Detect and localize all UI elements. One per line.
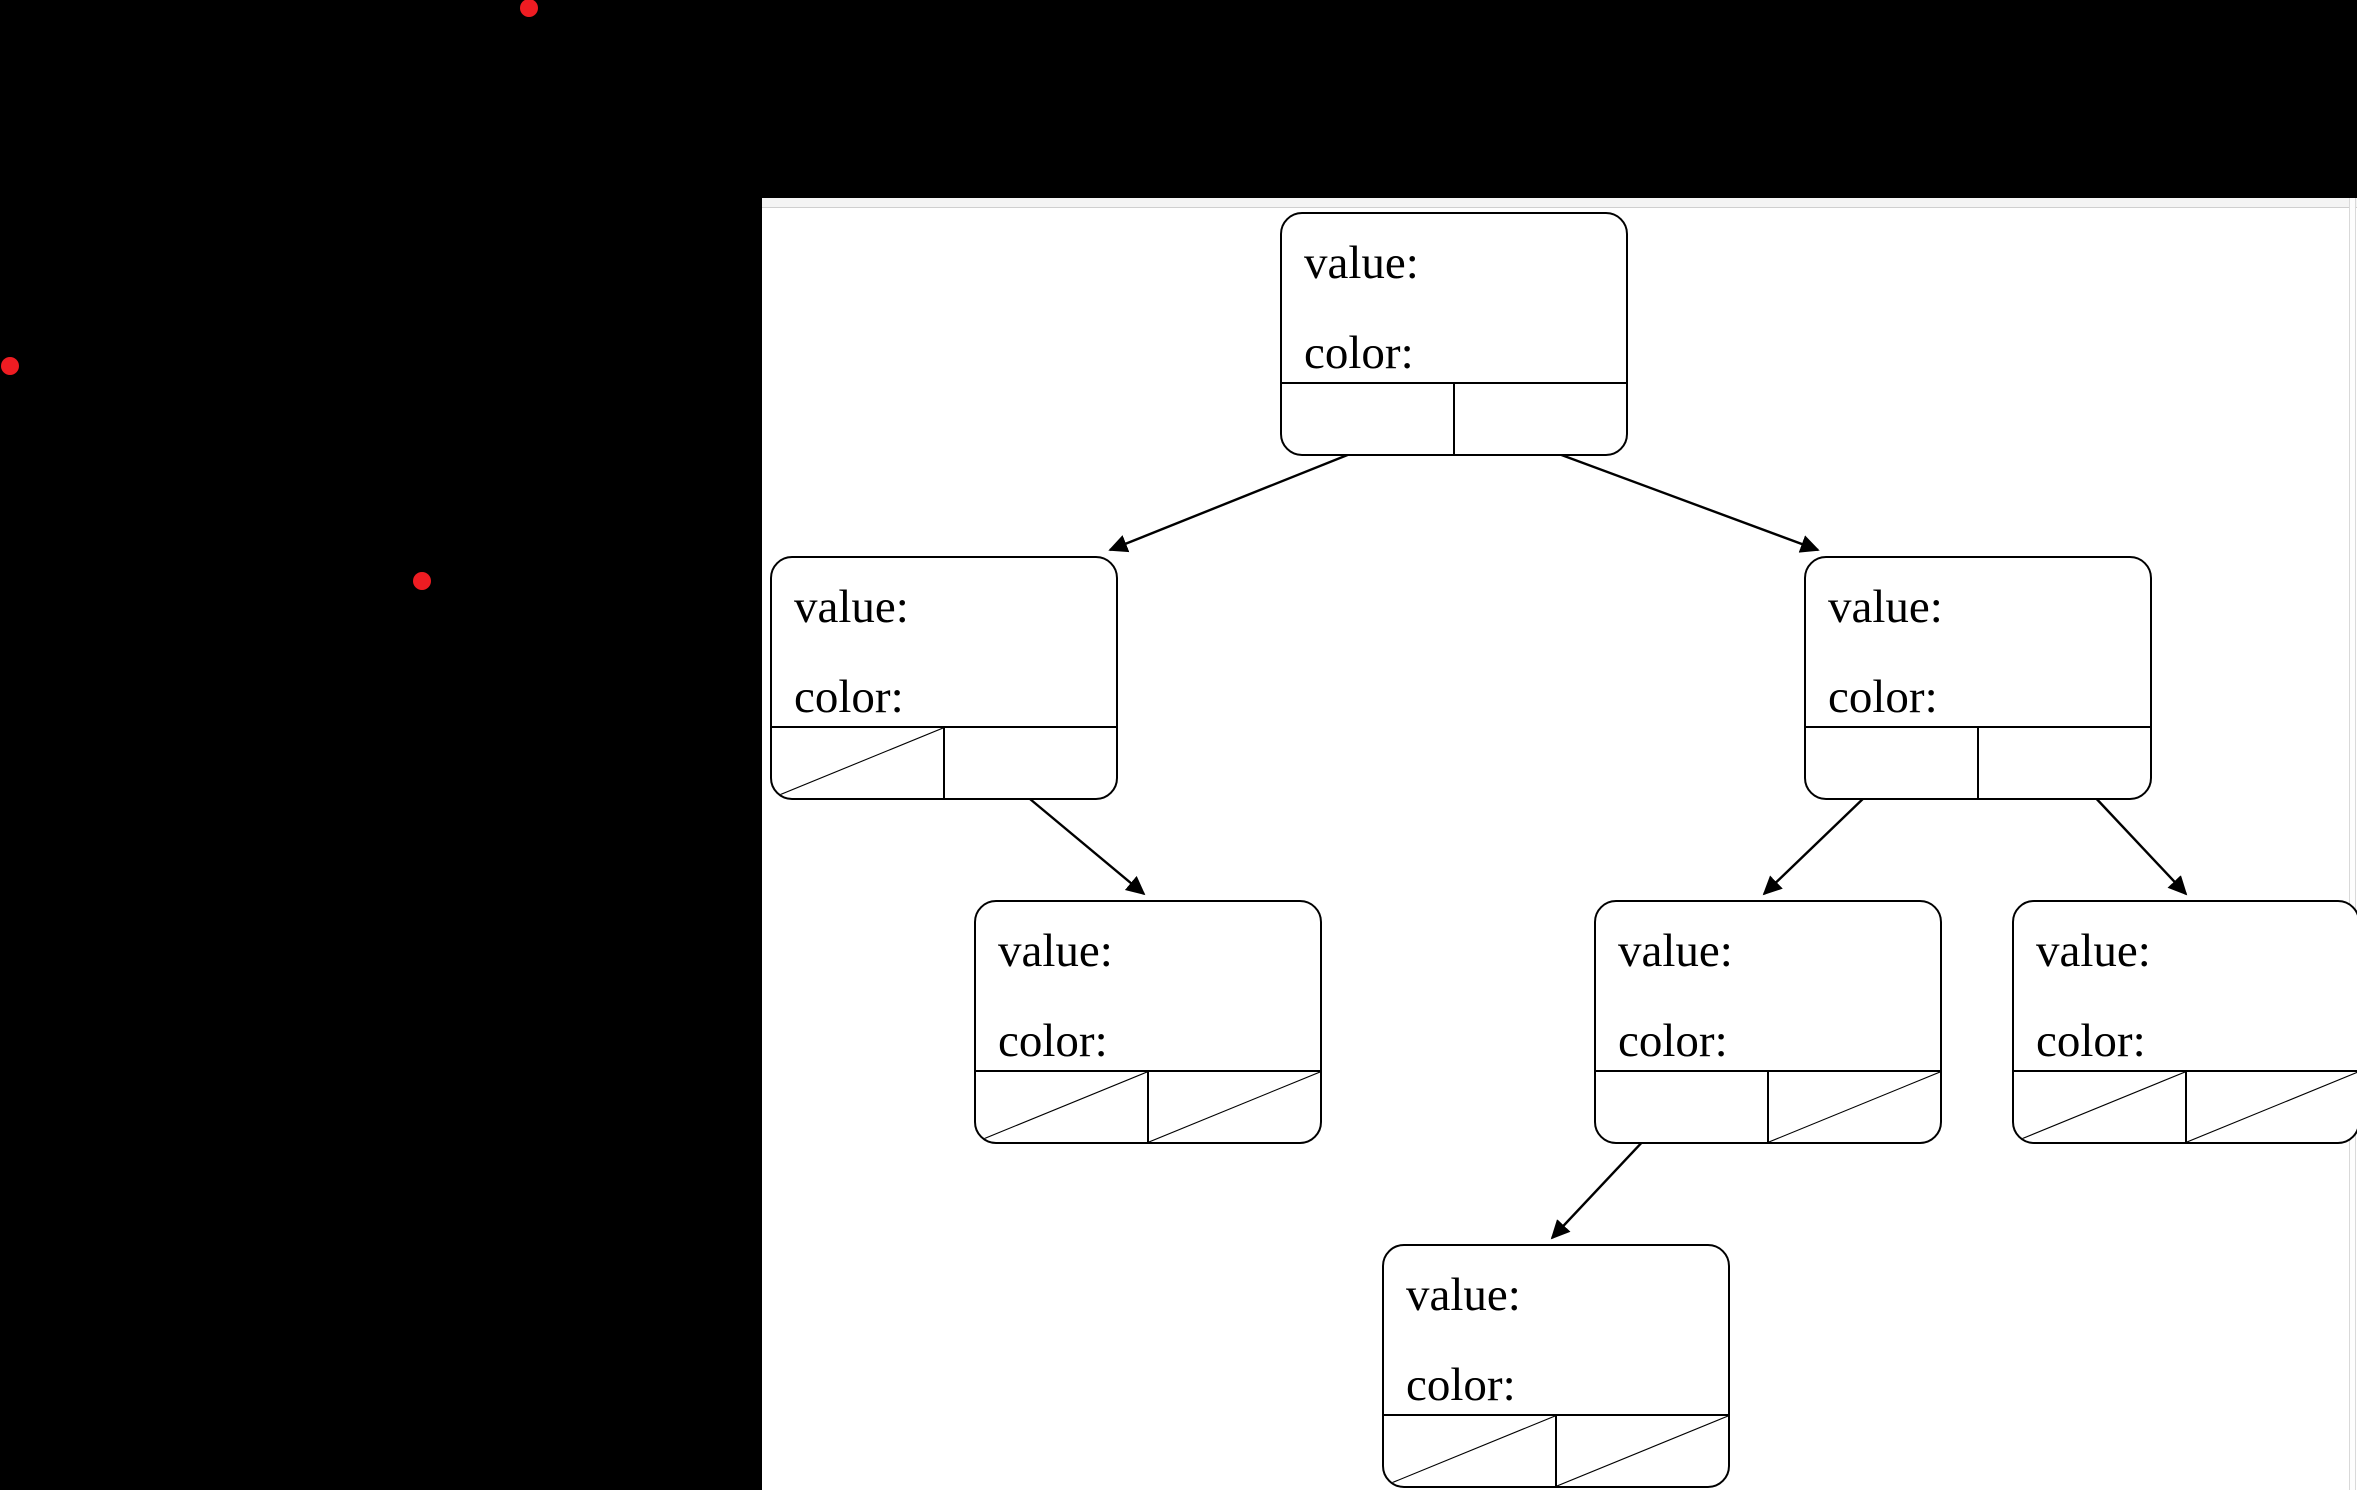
node-left-pointer-cell[interactable] (976, 1072, 1147, 1142)
node-value-label: value: (2036, 925, 2151, 977)
node-pointer-row (772, 726, 1116, 798)
tree-edge-layer (1023, 448, 2188, 1240)
node-left-pointer-cell[interactable] (772, 728, 943, 798)
node-pointer-row (1282, 382, 1626, 454)
null-pointer-slash-icon (1384, 1416, 1555, 1486)
null-pointer-slash-icon (1149, 1072, 1320, 1142)
edge-root-to-right (1547, 448, 1820, 553)
node-pointer-row (1384, 1414, 1728, 1486)
node-left-pointer-cell[interactable] (2014, 1072, 2185, 1142)
edge-right-to-right-right (2091, 793, 2188, 896)
node-field-block: value: color: (1384, 1246, 1728, 1420)
null-pointer-slash-icon (2187, 1072, 2357, 1142)
node-value-label: value: (1406, 1269, 1521, 1321)
null-pointer-slash-icon (1769, 1072, 1940, 1142)
node-field-block: value: color: (1282, 214, 1626, 388)
tree-node-right-left[interactable]: value: color: (1594, 900, 1942, 1144)
node-field-block: value: color: (976, 902, 1320, 1076)
node-right-pointer-cell[interactable] (1453, 384, 1626, 454)
node-pointer-row (1596, 1070, 1940, 1142)
node-color-label: color: (998, 1015, 1108, 1067)
edge-root-to-left (1108, 448, 1361, 553)
node-color-label: color: (1828, 671, 1938, 723)
node-right-pointer-cell[interactable] (943, 728, 1116, 798)
node-value-label: value: (1828, 581, 1943, 633)
null-pointer-slash-icon (1557, 1416, 1728, 1486)
node-value-label: value: (998, 925, 1113, 977)
tree-node-root[interactable]: value: color: (1280, 212, 1628, 456)
node-color-label: color: (794, 671, 904, 723)
node-field-block: value: color: (1806, 558, 2150, 732)
node-right-pointer-cell[interactable] (1977, 728, 2150, 798)
edge-left-to-left-right (1023, 793, 1146, 896)
red-dot-marker (520, 0, 538, 17)
node-right-pointer-cell[interactable] (1555, 1416, 1728, 1486)
node-right-pointer-cell[interactable] (1147, 1072, 1320, 1142)
node-left-pointer-cell[interactable] (1282, 384, 1453, 454)
node-field-block: value: color: (772, 558, 1116, 732)
node-left-pointer-cell[interactable] (1806, 728, 1977, 798)
panel-scrollbar[interactable] (2349, 198, 2356, 1490)
tree-node-left[interactable]: value: color: (770, 556, 1118, 800)
tree-node-right[interactable]: value: color: (1804, 556, 2152, 800)
node-color-label: color: (1304, 327, 1414, 379)
node-value-label: value: (1304, 237, 1419, 289)
node-value-label: value: (1618, 925, 1733, 977)
node-left-pointer-cell[interactable] (1596, 1072, 1767, 1142)
node-color-label: color: (2036, 1015, 2146, 1067)
node-value-label: value: (794, 581, 909, 633)
null-pointer-slash-icon (772, 728, 943, 798)
node-color-label: color: (1618, 1015, 1728, 1067)
node-pointer-row (976, 1070, 1320, 1142)
null-pointer-slash-icon (976, 1072, 1147, 1142)
null-pointer-slash-icon (2014, 1072, 2185, 1142)
node-left-pointer-cell[interactable] (1384, 1416, 1555, 1486)
node-field-block: value: color: (1596, 902, 1940, 1076)
node-field-block: value: color: (2014, 902, 2357, 1076)
diagram-panel: value:color:value:color:value:color:valu… (762, 198, 2357, 1490)
node-right-pointer-cell[interactable] (2185, 1072, 2357, 1142)
node-right-pointer-cell[interactable] (1767, 1072, 1940, 1142)
red-dot-marker (413, 572, 431, 590)
edge-right-left-to-its-left (1550, 1137, 1647, 1240)
node-color-label: color: (1406, 1359, 1516, 1411)
red-dot-marker (1, 357, 19, 375)
panel-header-strip (762, 198, 2357, 208)
tree-node-left-right[interactable]: value: color: (974, 900, 1322, 1144)
node-pointer-row (1806, 726, 2150, 798)
edge-right-to-right-left (1762, 793, 1869, 896)
tree-node-right-left-left[interactable]: value: color: (1382, 1244, 1730, 1488)
node-pointer-row (2014, 1070, 2357, 1142)
tree-node-right-right[interactable]: value: color: (2012, 900, 2357, 1144)
